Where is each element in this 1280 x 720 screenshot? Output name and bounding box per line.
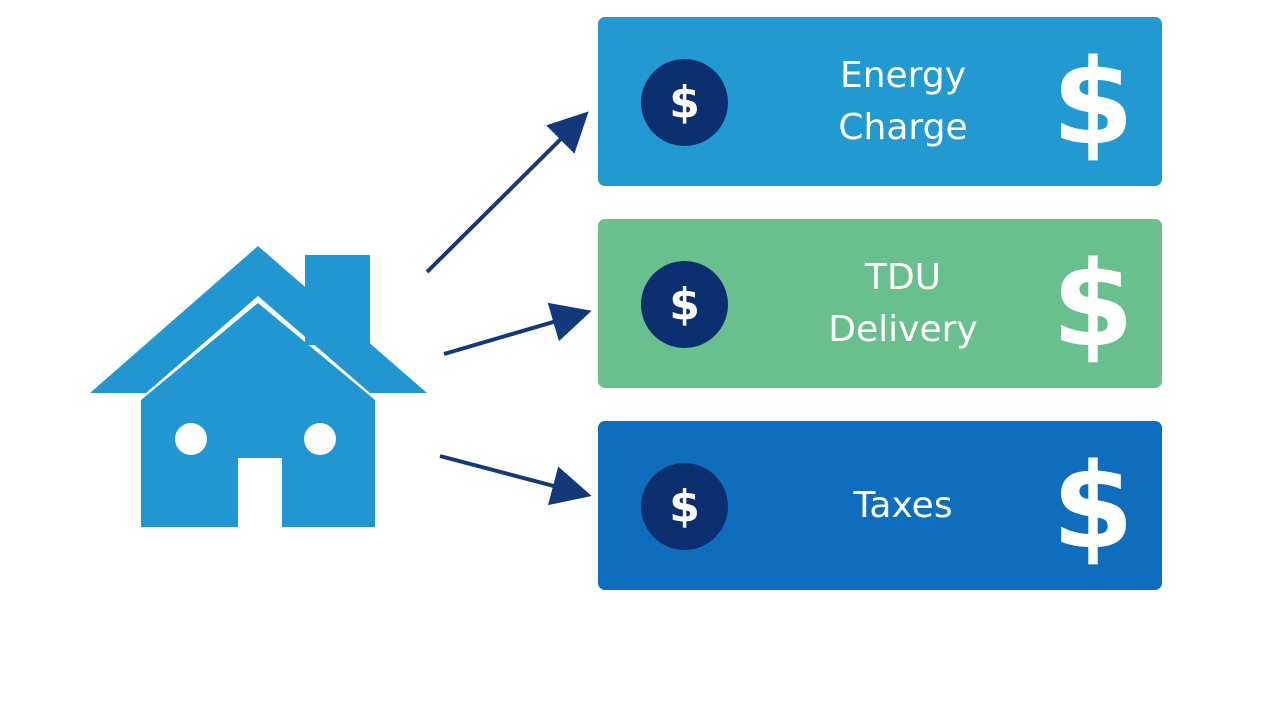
energy-charge-card: $ Energy Charge $ xyxy=(598,17,1162,186)
house-chimney xyxy=(305,255,370,345)
dollar-sign-icon: $ xyxy=(1051,436,1134,575)
house-roof xyxy=(90,246,427,393)
house-door xyxy=(238,458,282,530)
dollar-sign-icon: $ xyxy=(1051,234,1134,373)
card-label-line: Delivery xyxy=(828,308,978,350)
arrow-to-tdu-delivery xyxy=(443,302,592,356)
arrow-to-taxes xyxy=(439,454,592,506)
card-label: Taxes xyxy=(798,421,1008,590)
arrow-to-energy-charge xyxy=(425,111,589,274)
house-window-right xyxy=(304,423,336,455)
house-body xyxy=(141,303,375,527)
card-label-line: Energy xyxy=(839,54,967,96)
taxes-card: $ Taxes $ xyxy=(598,421,1162,590)
card-label: TDU Delivery xyxy=(798,219,1008,388)
card-label-line: Charge xyxy=(838,106,968,148)
dollar-sign-icon: $ xyxy=(1051,32,1134,171)
dollar-coin-icon: $ xyxy=(641,261,728,348)
tdu-delivery-card: $ TDU Delivery $ xyxy=(598,219,1162,388)
card-label-line: Taxes xyxy=(853,484,953,526)
house-window-left xyxy=(175,423,207,455)
card-label: Energy Charge xyxy=(798,17,1008,186)
dollar-coin-icon: $ xyxy=(641,463,728,550)
card-label-line: TDU xyxy=(864,256,942,298)
dollar-coin-icon: $ xyxy=(641,59,728,146)
